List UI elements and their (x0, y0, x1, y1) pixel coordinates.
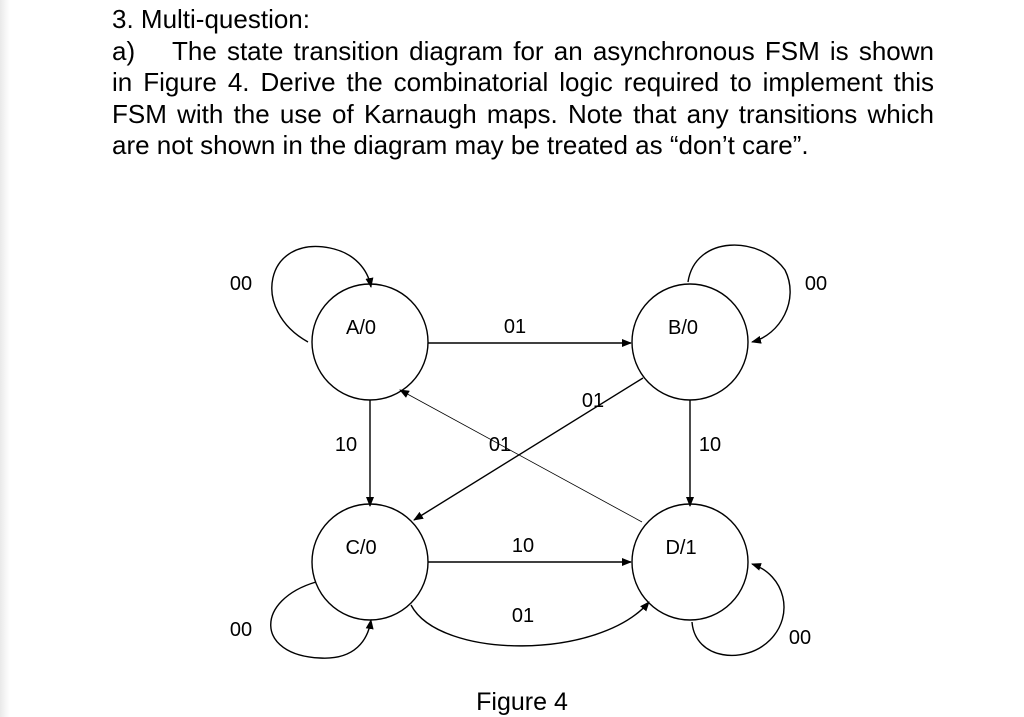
loop-a (271, 245, 374, 343)
label-a-self: 00 (230, 273, 252, 295)
label-b-to-d: 10 (699, 434, 721, 456)
figure-caption: Figure 4 (476, 688, 568, 716)
label-d-to-a: 01 (489, 434, 511, 456)
question-body: a)The state transition diagram for an as… (112, 36, 934, 162)
loop-d (691, 563, 785, 657)
question-block: 3. Multi-question: a)The state transitio… (112, 4, 934, 162)
question-heading: 3. Multi-question: (112, 4, 310, 34)
loop-b (687, 244, 791, 344)
label-c-to-d: 10 (512, 535, 534, 557)
arrow-b-to-c (413, 377, 644, 521)
state-label-a: A/0 (346, 317, 376, 339)
state-circle-b (631, 283, 749, 401)
label-b-to-c: 01 (582, 390, 604, 412)
label-c-self: 00 (230, 619, 252, 641)
arrow-d-to-a (399, 389, 643, 523)
part-label: a) (112, 35, 136, 66)
label-a-to-c: 10 (335, 434, 357, 456)
label-c-to-d-curved: 01 (512, 605, 534, 627)
state-label-c: C/0 (345, 537, 376, 559)
state-label-d: D/1 (665, 537, 696, 559)
arrow-c-to-d-curved (410, 601, 650, 647)
state-circle-c (311, 503, 429, 621)
label-a-to-b: 01 (504, 316, 526, 338)
label-d-self: 00 (789, 627, 811, 649)
page-edge (0, 0, 10, 717)
label-b-self: 00 (805, 273, 827, 295)
state-label-b: B/0 (668, 317, 698, 339)
loop-c (270, 581, 374, 659)
question-text: The state transition diagram for an asyn… (112, 35, 934, 161)
state-circle-a (311, 283, 429, 401)
